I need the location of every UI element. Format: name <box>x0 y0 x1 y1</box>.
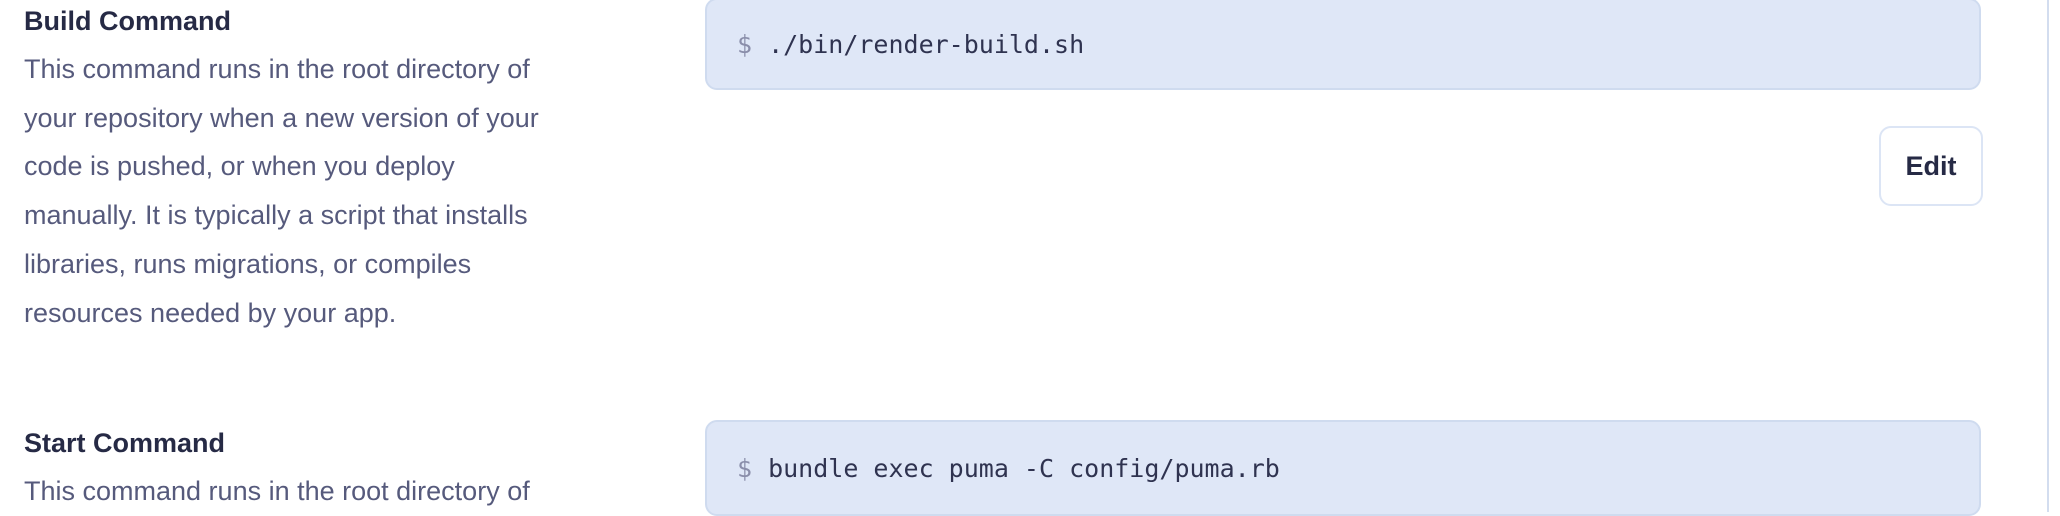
prompt-symbol: $ <box>737 29 753 59</box>
start-command-heading: Start Command <box>24 428 226 458</box>
start-command-description: This command runs in the root directory … <box>24 467 614 516</box>
edit-build-command-button[interactable]: Edit <box>1879 126 1983 206</box>
description-line: This command runs in the root directory … <box>24 476 530 506</box>
panel-divider <box>2047 0 2049 512</box>
start-command-value: bundle exec puma -C config/puma.rb <box>768 453 1280 483</box>
description-line: your repository when a new version of yo… <box>24 102 539 133</box>
start-command-field[interactable]: $ bundle exec puma -C config/puma.rb <box>705 420 1981 516</box>
build-command-value: ./bin/render-build.sh <box>768 29 1085 59</box>
description-line: libraries, runs migrations, or compiles <box>24 248 472 279</box>
description-line: resources needed by your app. <box>24 297 397 328</box>
build-command-field[interactable]: $ ./bin/render-build.sh <box>705 0 1981 90</box>
build-command-heading: Build Command <box>24 6 231 36</box>
prompt-symbol: $ <box>737 453 753 483</box>
description-line: code is pushed, or when you deploy <box>24 151 455 182</box>
build-command-description: This command runs in the root directory … <box>24 45 614 337</box>
description-line: manually. It is typically a script that … <box>24 200 528 231</box>
description-line: This command runs in the root directory … <box>24 54 530 84</box>
